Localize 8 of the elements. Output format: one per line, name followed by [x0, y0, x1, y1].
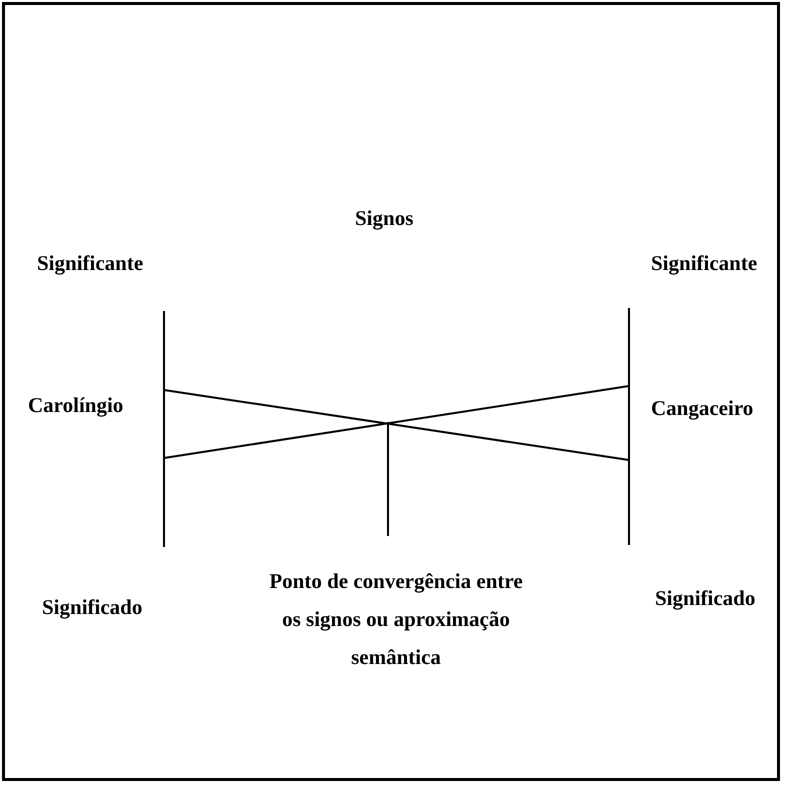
- term-label: Significado: [655, 585, 756, 612]
- term-label: Significante: [651, 250, 758, 277]
- term-label: Significado: [42, 594, 142, 621]
- convergence-note: Ponto de convergência entre os signos ou aproximação semântica: [268, 568, 524, 671]
- word-label: Carolíngio: [28, 392, 124, 419]
- heading: Signos: [355, 205, 414, 232]
- word-label: Cangaceiro: [651, 395, 754, 422]
- term-label: Significante: [37, 250, 144, 277]
